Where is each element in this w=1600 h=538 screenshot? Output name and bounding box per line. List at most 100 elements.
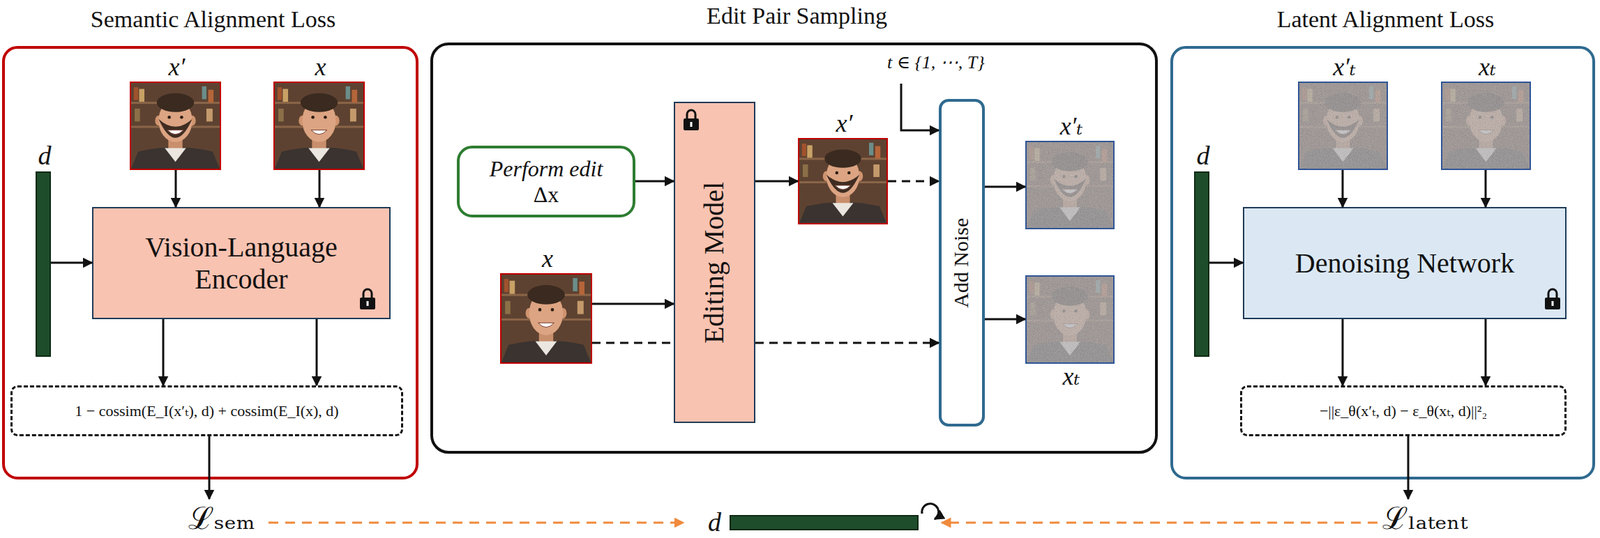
illustration-part (131, 82, 220, 169)
illustration-part (875, 146, 881, 160)
face-illustration (1026, 142, 1114, 229)
image-thumbnail: xₜ (1440, 81, 1531, 171)
illustration-part (572, 278, 577, 292)
illustration-part (131, 82, 220, 169)
process-name: Add Noise (949, 217, 975, 308)
illustration-part (207, 89, 214, 103)
timestep-label: t ∈ {1, ⋯, T} (887, 53, 985, 74)
flow-arrow (1484, 319, 1488, 386)
panel-group: Latent Alignment Lossdx′ₜxₜDenoising Net… (1170, 46, 1596, 480)
illustration-part (282, 89, 289, 102)
illustration-part (345, 86, 351, 100)
illustration-part (133, 87, 139, 100)
image-thumbnail: x′ₜ (1025, 140, 1115, 230)
flow-arrow (1484, 170, 1488, 208)
illustration-part (323, 115, 328, 120)
illustration-part (802, 143, 807, 157)
illustration-part (835, 171, 840, 176)
embedding-bar: d (729, 515, 919, 531)
illustration-part (206, 108, 213, 122)
flow-arrow (1209, 262, 1243, 265)
illustration-part (274, 82, 364, 169)
timestep-arrow (901, 83, 939, 131)
flow-arrow (175, 170, 178, 208)
illustration-part (274, 82, 364, 169)
illustration-part (350, 108, 357, 122)
vector-label: d (1174, 140, 1232, 172)
image-label: x (253, 53, 388, 82)
illustration-part (824, 149, 862, 168)
illustration-part (156, 93, 194, 113)
image-thumbnail: x′ₜ (1297, 81, 1388, 171)
illustration-part (504, 301, 511, 315)
flow-arrow (984, 186, 1026, 189)
illustration-part (1442, 82, 1530, 169)
panel-group: Semantic Alignment Lossdx′xVision-Langua… (2, 46, 419, 480)
flow-arrow (315, 319, 319, 386)
flow-arrow (1341, 170, 1345, 208)
illustration-part (277, 87, 282, 100)
model-name: Editing Model (698, 181, 731, 344)
illustration-part (138, 89, 145, 102)
instruction-text: Δx (526, 182, 567, 208)
illustration-part (501, 341, 591, 364)
loss-arrow (208, 436, 211, 500)
illustration-part (274, 147, 364, 169)
illustration-part (1026, 276, 1114, 363)
illustration-part (202, 86, 207, 100)
face-illustration (131, 82, 220, 169)
illustration-part (1026, 276, 1114, 363)
face-illustration (501, 274, 591, 363)
illustration-part (1442, 82, 1530, 169)
illustration-part (826, 174, 860, 193)
illustration-part (578, 281, 585, 296)
illustration-part (131, 82, 220, 169)
illustration-part (501, 274, 591, 363)
panel-group: Edit Pair SamplingPerform editΔxxEditing… (430, 42, 1158, 455)
illustration-part (308, 147, 330, 162)
illustration-part (869, 142, 874, 156)
flow-arrow (50, 262, 93, 265)
instruction-text: Perform edit (482, 156, 611, 183)
image-label: x′ (778, 109, 911, 139)
process-box: Add Noise (938, 99, 985, 427)
illustration-part (538, 308, 542, 312)
vector-label: d (16, 140, 74, 172)
illustration-part (1026, 142, 1114, 229)
illustration-part (834, 185, 851, 190)
flow-arrow (984, 318, 1026, 321)
flow-arrow (162, 319, 165, 386)
update-arrow (922, 504, 939, 520)
loss-arrow (1407, 436, 1410, 500)
model-name: Vision-Language Encoder (93, 231, 390, 296)
flow-arrow (318, 170, 321, 208)
image-label: x (480, 244, 615, 274)
panel-title: Edit Pair Sampling (377, 2, 1217, 30)
model-box: Editing Model (673, 101, 756, 424)
illustration-part (509, 281, 516, 295)
vector-label: d (707, 507, 722, 538)
illustration-part (131, 147, 220, 169)
illustration-part (799, 139, 887, 224)
illustration-part (501, 274, 591, 363)
illustration-part (1442, 82, 1530, 169)
illustration-part (1299, 82, 1387, 169)
image-label: x′ₜ (1278, 53, 1411, 82)
embedding-bar: d (1194, 171, 1210, 358)
illustration-part (167, 115, 171, 120)
loss-formula: 1 − cossim(E_I(x′ₜ), d) + cossim(E_I(x),… (67, 402, 346, 420)
illustration-part (1026, 142, 1114, 229)
illustration-part (799, 139, 887, 224)
image-label: xₜ (1005, 362, 1137, 392)
illustration-part (504, 278, 509, 293)
image-label: x′ (110, 53, 244, 82)
loss-box: −||ε_θ(x′ₜ, d) − ε_θ(xₜ, d)||²₂ (1240, 385, 1567, 437)
illustration-part (1026, 142, 1114, 229)
illustration-part (1026, 276, 1114, 363)
embedding-bar: d (35, 171, 51, 358)
illustration-part (158, 119, 192, 139)
face-illustration (1299, 82, 1387, 169)
image-thumbnail: x (500, 273, 593, 365)
loss-box: 1 − cossim(E_I(x′ₜ), d) + cossim(E_I(x),… (10, 385, 404, 437)
